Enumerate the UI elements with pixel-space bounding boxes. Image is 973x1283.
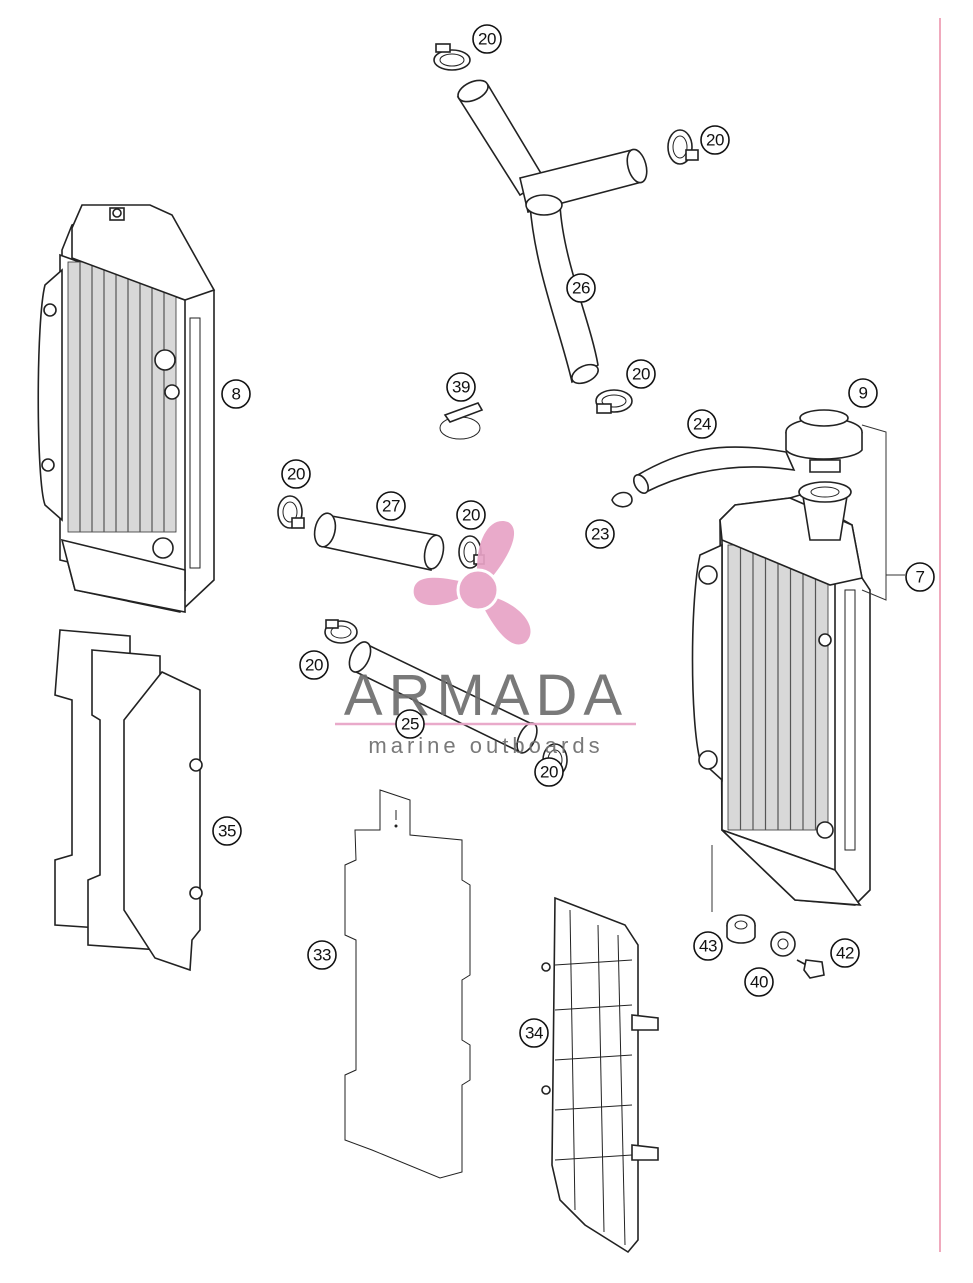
hose-27 — [313, 512, 445, 571]
left-shroud-35 — [54, 629, 203, 972]
callout-35-label: 35 — [218, 822, 236, 841]
callout-9: 9 — [848, 378, 878, 408]
callout-8-label: 8 — [232, 385, 241, 404]
callout-20-lower: 20 — [534, 757, 564, 787]
callout-23-label: 23 — [591, 525, 609, 544]
callout-39: 39 — [446, 372, 476, 402]
y-hose-26 — [456, 79, 648, 385]
callout-25: 25 — [395, 709, 425, 739]
callout-20-top-label: 20 — [478, 30, 496, 49]
callout-24-label: 24 — [693, 415, 711, 434]
callout-20-left: 20 — [281, 459, 311, 489]
callout-20-mid: 20 — [626, 359, 656, 389]
callout-26: 26 — [566, 273, 596, 303]
callout-40-label: 40 — [750, 973, 768, 992]
callout-35: 35 — [212, 816, 242, 846]
callout-34: 34 — [519, 1018, 549, 1048]
callout-43: 43 — [693, 931, 723, 961]
callout-20-mid-label: 20 — [632, 365, 650, 384]
callout-7: 7 — [905, 562, 935, 592]
callout-23: 23 — [585, 519, 615, 549]
callout-9-label: 9 — [859, 384, 868, 403]
hose-24 — [632, 446, 796, 494]
hose-clamp-top-right — [667, 129, 699, 165]
callout-39-label: 39 — [452, 378, 470, 397]
hose-clamp-27-left — [277, 495, 305, 529]
callout-20-lower-left-label: 20 — [305, 656, 323, 675]
callout-20-left-label: 20 — [287, 465, 305, 484]
callout-27-label: 27 — [382, 497, 400, 516]
washer-40 — [770, 931, 796, 957]
callout-42-label: 42 — [836, 944, 854, 963]
armada-watermark: ARMADA marine outboards — [335, 520, 636, 758]
hose-clamp-25-top — [324, 619, 358, 644]
radiator-cap-9 — [785, 409, 863, 473]
callout-8: 8 — [221, 379, 251, 409]
callout-34-label: 34 — [525, 1024, 543, 1043]
callout-33: 33 — [307, 940, 337, 970]
callout-40: 40 — [744, 967, 774, 997]
callout-20-center-label: 20 — [462, 506, 480, 525]
callout-27: 27 — [376, 491, 406, 521]
callout-20-top-right: 20 — [700, 125, 730, 155]
callout-25-label: 25 — [401, 715, 419, 734]
callout-26-label: 26 — [572, 279, 590, 298]
shroud-34 — [541, 896, 659, 1254]
watermark-brand: ARMADA — [344, 663, 628, 728]
hose-clamp-bottom-26 — [595, 389, 633, 414]
right-radiator-7 — [691, 481, 871, 906]
hose-clamp-top-left — [433, 43, 471, 71]
propeller-logo — [413, 520, 531, 645]
leader-lines — [711, 424, 905, 912]
left-radiator-8 — [37, 204, 216, 613]
callout-20-top: 20 — [472, 24, 502, 54]
callout-24: 24 — [687, 409, 717, 439]
cable-tie-39 — [439, 402, 484, 440]
callout-42: 42 — [830, 938, 860, 968]
callout-43-label: 43 — [699, 937, 717, 956]
callout-20-lower-left: 20 — [299, 650, 329, 680]
grommet-43 — [726, 914, 756, 944]
callout-33-label: 33 — [313, 946, 331, 965]
bolt-42 — [796, 959, 825, 979]
callout-20-top-right-label: 20 — [706, 131, 724, 150]
plate-33 — [344, 789, 471, 1179]
clip-23 — [611, 491, 633, 508]
callout-7-label: 7 — [916, 568, 925, 587]
callout-20-center: 20 — [456, 500, 486, 530]
callout-20-lower-label: 20 — [540, 763, 558, 782]
